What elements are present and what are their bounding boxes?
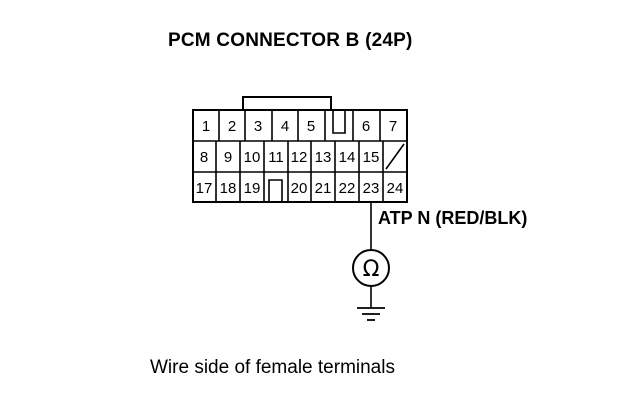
wire-label: ATP N (RED/BLK) (378, 208, 528, 228)
terminal-11: 11 (268, 149, 284, 166)
unused-cavity-slash (385, 143, 405, 170)
ohmmeter-icon: Ω (352, 249, 390, 287)
terminal-19: 19 (244, 180, 261, 197)
key-notch-bottom (268, 179, 283, 202)
terminal-23: 23 (363, 180, 380, 197)
terminal-17: 17 (196, 180, 213, 197)
terminal-4: 4 (281, 118, 289, 135)
terminal-8: 8 (200, 149, 208, 166)
key-notch-top (332, 110, 346, 134)
terminal-2: 2 (228, 118, 236, 135)
terminal-15: 15 (363, 149, 380, 166)
terminal-7: 7 (389, 118, 397, 135)
terminal-6: 6 (362, 118, 370, 135)
terminal-1: 1 (202, 118, 210, 135)
connector-title: PCM CONNECTOR B (24P) (168, 30, 413, 51)
terminal-9: 9 (224, 149, 232, 166)
terminal-20: 20 (291, 180, 308, 197)
terminal-12: 12 (291, 149, 308, 166)
terminal-24: 24 (387, 180, 404, 197)
connector-housing (192, 109, 408, 203)
terminal-3: 3 (254, 118, 262, 135)
svg-text:Ω: Ω (363, 257, 380, 282)
diagram-caption: Wire side of female terminals (150, 357, 395, 378)
terminal-5: 5 (307, 118, 315, 135)
terminal-22: 22 (339, 180, 356, 197)
connector-lock-tab (242, 96, 332, 110)
ground-icon (357, 307, 385, 321)
terminal-14: 14 (339, 149, 356, 166)
terminal-10: 10 (244, 149, 261, 166)
terminal-13: 13 (315, 149, 332, 166)
terminal-21: 21 (315, 180, 332, 197)
terminal-18: 18 (220, 180, 237, 197)
